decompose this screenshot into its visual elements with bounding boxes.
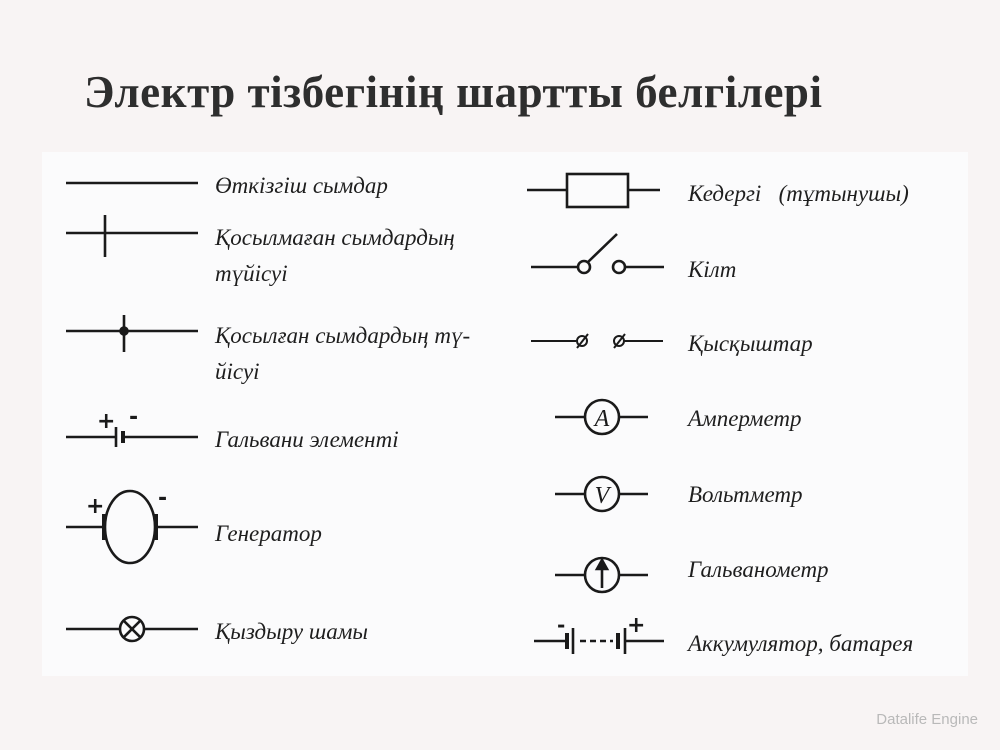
label-connected-junction-cont: йісуі — [215, 359, 260, 384]
voltmeter-symbol: V — [555, 475, 648, 513]
switch-symbol — [531, 233, 664, 275]
terminals-symbol — [531, 333, 663, 349]
label-unconnected-crossing-cont: түйісуі — [215, 261, 288, 286]
label-battery: Аккумулятор, батарея — [688, 631, 914, 656]
ammeter-symbol: A — [555, 398, 648, 436]
cell-plus-sign: + — [97, 409, 115, 434]
label-voltmeter: Вольтметр — [688, 482, 803, 507]
unconnected-crossing-symbol — [66, 215, 198, 257]
diagram-panel — [42, 152, 968, 676]
label-galvanometer: Гальванометр — [688, 557, 829, 582]
slide-title: Электр тізбегінің шартты белгілері — [84, 67, 823, 117]
label-lamp: Қыздыру шамы — [215, 619, 369, 644]
ammeter-letter: A — [593, 406, 610, 432]
resistor-symbol — [527, 172, 660, 209]
label-generator: Генератор — [215, 521, 322, 546]
label-galvanic-cell: Гальвани элементі — [215, 427, 399, 452]
label-terminals: Қысқыштар — [688, 331, 813, 356]
generator-plus-sign: + — [86, 494, 104, 519]
generator-symbol: + - — [66, 486, 198, 565]
galvanometer-symbol — [555, 556, 648, 594]
label-resistor: Кедергі (тұтынушы) — [688, 181, 909, 206]
battery-minus-sign: - — [557, 613, 565, 637]
label-switch: Кілт — [688, 257, 737, 282]
watermark: Datalife Engine — [876, 711, 978, 728]
connected-junction-symbol — [66, 315, 198, 352]
label-connected-junction: Қосылған сымдардың тү- — [215, 323, 471, 348]
cell-minus-sign: - — [129, 405, 138, 430]
label-ammeter: Амперметр — [688, 406, 802, 431]
battery-symbol: - + — [534, 613, 664, 654]
voltmeter-letter: V — [595, 483, 612, 509]
galvanic-cell-symbol: + - — [66, 405, 198, 447]
battery-plus-sign: + — [627, 613, 645, 638]
lamp-symbol — [66, 615, 198, 643]
generator-minus-sign: - — [158, 486, 167, 511]
label-unconnected-crossing: Қосылмаған сымдардың — [215, 225, 455, 250]
label-wire: Өткізгіш сымдар — [215, 173, 388, 198]
